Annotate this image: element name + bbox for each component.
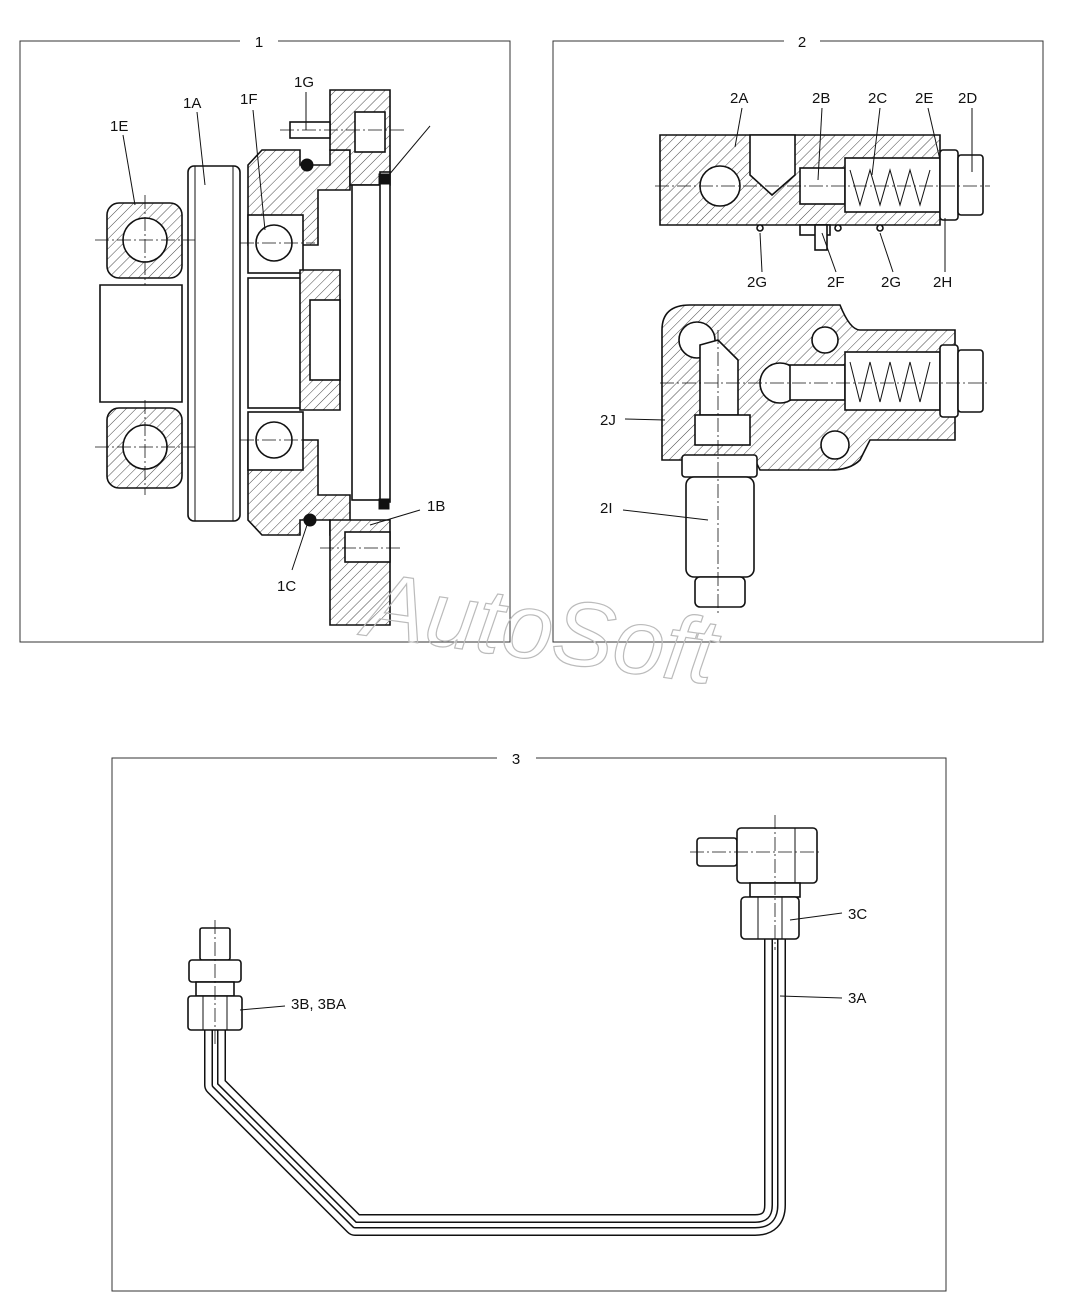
panel-3-number: 3 [512, 751, 520, 768]
bearing-1d [99, 202, 183, 489]
fitting-3c [690, 815, 820, 950]
callout-1d: 1E [110, 118, 128, 135]
callout-2j: 2J [600, 412, 616, 429]
callout-1f: 1G [294, 74, 314, 91]
valve-top-section [655, 134, 990, 251]
callout-3b-3ba: 3B, 3BA [291, 996, 346, 1013]
callout-1b: 1B [427, 498, 445, 515]
panel-1: 1 [19, 34, 511, 643]
callout-2g-right: 2G [881, 274, 901, 291]
panel-2-number: 2 [798, 34, 806, 51]
housing [247, 89, 391, 626]
callout-3c: 3C [848, 906, 867, 923]
callout-2a: 2A [730, 90, 748, 107]
callout-1a: 1A [183, 95, 201, 112]
pulley-1a [187, 165, 241, 522]
o-ring-1c [303, 513, 317, 527]
callout-3a: 3A [848, 990, 866, 1007]
valve-bottom-section [660, 304, 990, 615]
panel-3: 3 3C 3A [111, 751, 947, 1292]
callout-2c: 2C [868, 90, 887, 107]
callout-1c: 1C [277, 578, 296, 595]
seal-bottom [378, 498, 390, 510]
panel-2: 2 [552, 34, 1044, 643]
panel-1-number: 1 [255, 34, 263, 51]
callout-2i: 2I [600, 500, 613, 517]
callout-2e: 2E [915, 90, 933, 107]
o-ring-upper [300, 158, 314, 172]
callout-2g-left: 2G [747, 274, 767, 291]
seal-1g-top [378, 173, 390, 185]
callout-2f: 2F [827, 274, 845, 291]
callout-2h: 2H [933, 274, 952, 291]
callout-1e: 1F [240, 91, 258, 108]
fitting-3b [187, 920, 243, 1045]
callout-2b: 2B [812, 90, 830, 107]
watermark: AutoSoft [354, 553, 726, 704]
callout-2d: 2D [958, 90, 977, 107]
